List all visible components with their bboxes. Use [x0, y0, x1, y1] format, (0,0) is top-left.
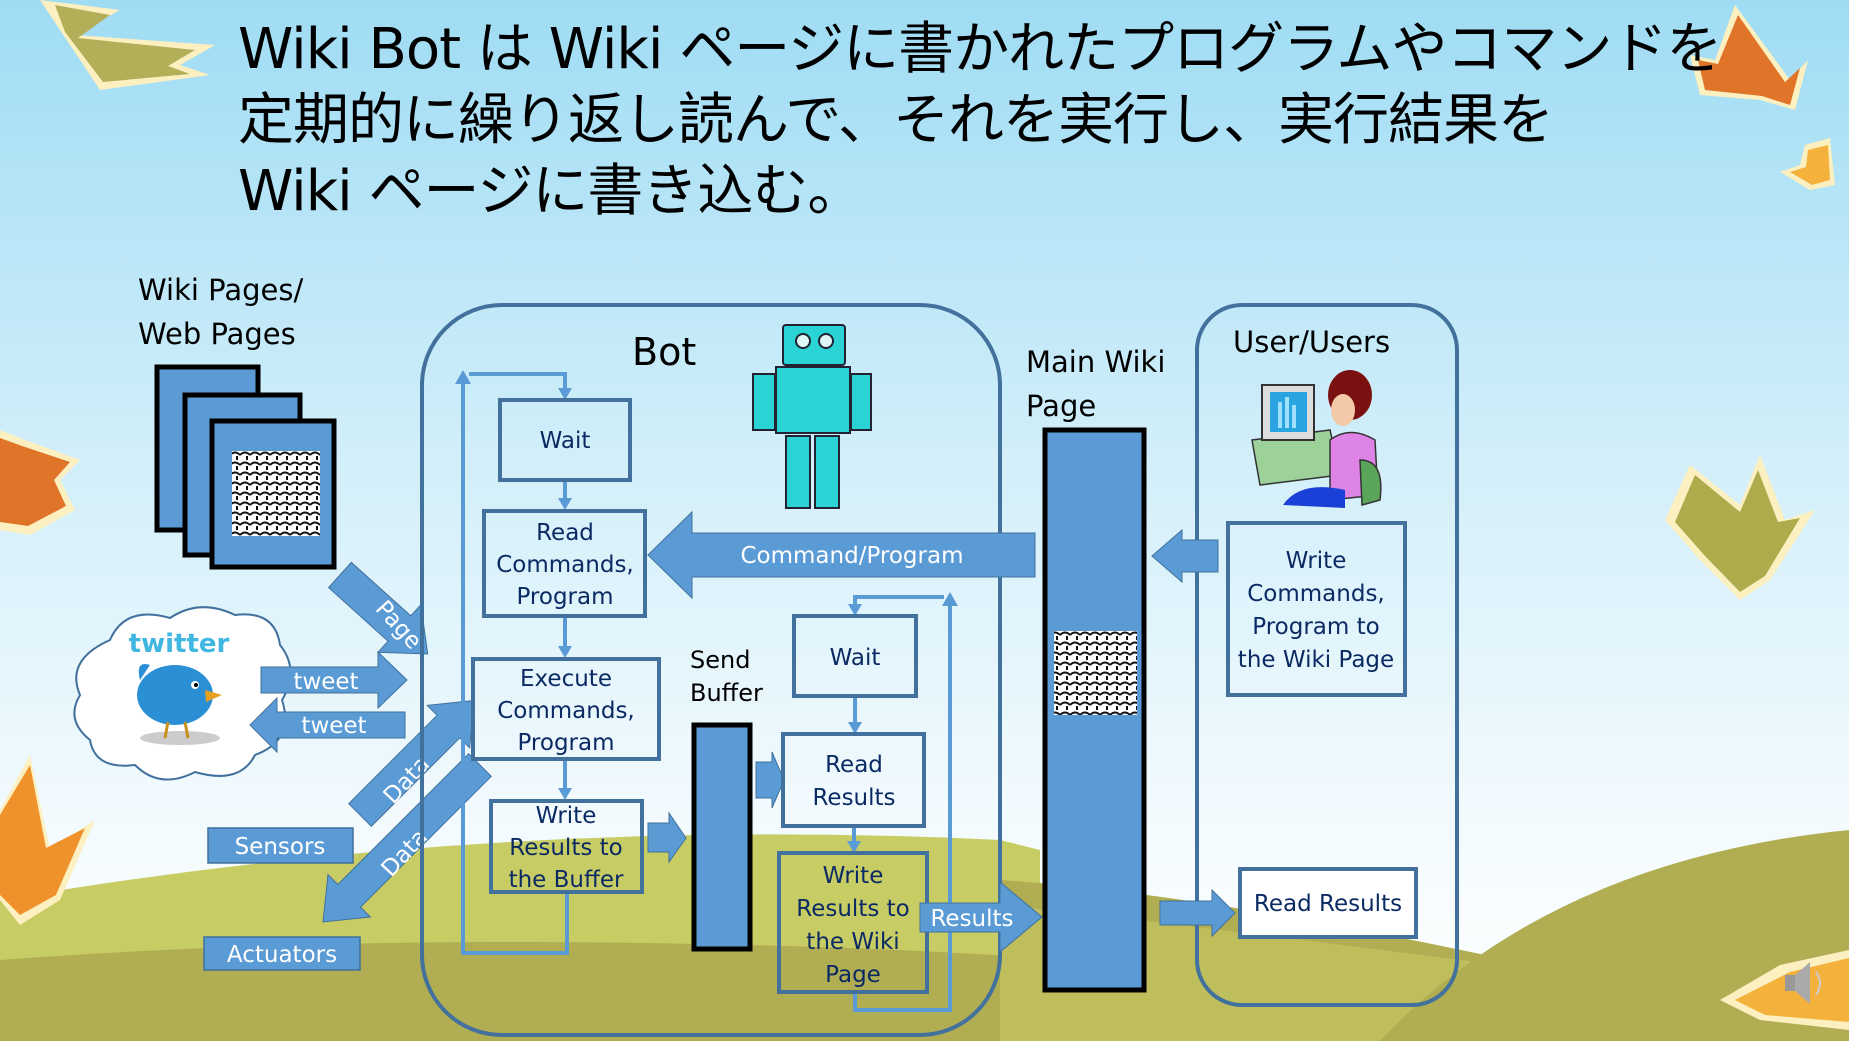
read-results-user-label: Read Results: [1254, 891, 1402, 917]
write-buffer-line1: Write: [536, 803, 597, 829]
write-commands-box: Write Commands, Program to the Wiki Page: [1226, 521, 1407, 697]
tweet-out-arrow: tweet: [249, 696, 406, 754]
send-buffer-label-line1: Send: [690, 646, 750, 674]
wait-label: Wait: [540, 428, 591, 454]
maple-leaf-icon: [1780, 138, 1835, 190]
write-commands-line4: the Wiki Page: [1238, 647, 1394, 673]
twitter-bird-icon: [137, 664, 222, 745]
write-buffer-line2: Results to: [509, 835, 622, 861]
actuators-box: Actuators: [203, 936, 361, 971]
maple-leaf-icon: [1665, 455, 1815, 600]
from-buffer-arrow: [755, 751, 785, 809]
tweet-out-label: tweet: [301, 713, 366, 739]
sensors-box: Sensors: [207, 827, 354, 864]
user-title: User/Users: [1233, 325, 1390, 359]
actuators-label: Actuators: [227, 942, 337, 968]
command-program-label: Command/Program: [740, 543, 963, 569]
title-line-1: Wiki Bot は Wiki ページに書かれたプログラムやコマンドを: [238, 17, 1722, 82]
write-commands-line1: Write: [1286, 548, 1347, 574]
maple-leaf-icon: [0, 755, 95, 925]
user-write-arrow: [1151, 528, 1219, 584]
loop2-connectors: [852, 595, 952, 1012]
write-buffer-line3: the Buffer: [509, 867, 624, 893]
qr-code-icon: [232, 451, 320, 536]
read-commands-line1: Read: [536, 520, 594, 546]
results-arrow-label: Results: [930, 906, 1013, 932]
pages-label-line2: Web Pages: [138, 317, 296, 351]
read-commands-box: Read Commands, Program: [482, 509, 647, 618]
read-results-line2: Results: [812, 785, 895, 811]
maple-leaf-icon: [40, 0, 215, 90]
send-buffer: [691, 722, 753, 952]
wiki-label-line1: Main Wiki: [1026, 345, 1165, 379]
read-results-user-box: Read Results: [1238, 867, 1418, 939]
loop2-arrowheads: [847, 592, 958, 853]
qr-code-icon: [1054, 631, 1137, 715]
tweet-in-label: tweet: [293, 669, 358, 695]
loop1-arrowheads: [455, 370, 572, 800]
wait2-box: Wait: [792, 614, 918, 698]
speaker-icon[interactable]: [1785, 962, 1821, 1004]
read-results-box: Read Results: [781, 732, 926, 828]
grass-hill-right: [1380, 830, 1849, 1041]
execute-line3: Program: [517, 730, 614, 756]
write-wiki-line4: Page: [825, 962, 881, 988]
bot-container: [420, 303, 1002, 1037]
twitter-logo-text: twitter: [129, 629, 230, 659]
user-at-computer-icon: [1251, 370, 1382, 508]
wiki-label-line2: Page: [1026, 389, 1096, 423]
wait-box: Wait: [498, 398, 632, 482]
loop1-connectors: [461, 372, 569, 955]
to-buffer-arrow: [647, 811, 687, 864]
write-wiki-line2: Results to: [796, 896, 909, 922]
execute-line1: Execute: [520, 666, 612, 692]
pages-label-line1: Wiki Pages/: [138, 273, 303, 307]
write-wiki-line1: Write: [823, 863, 884, 889]
write-commands-line2: Commands,: [1247, 581, 1385, 607]
results-arrow: Results: [919, 880, 1043, 954]
read-commands-line3: Program: [516, 584, 613, 610]
maple-leaf-icon: [1690, 5, 1808, 110]
write-commands-line3: Program to: [1252, 614, 1379, 640]
tweet-in-arrow: tweet: [260, 650, 408, 710]
write-buffer-box: Write Results to the Buffer: [489, 799, 644, 894]
wait2-label: Wait: [830, 645, 881, 671]
write-wiki-line3: the Wiki: [806, 929, 899, 955]
read-results-line1: Read: [825, 752, 883, 778]
send-buffer-label-line2: Buffer: [690, 679, 763, 707]
command-program-arrow: Command/Program: [647, 510, 1036, 600]
robot-icon: [752, 324, 872, 509]
sensors-label: Sensors: [235, 834, 326, 860]
execute-line2: Commands,: [497, 698, 635, 724]
web-pages-stack: [154, 364, 337, 570]
twitter-cloud: twitter: [73, 606, 292, 781]
maple-leaf-icon: [0, 430, 80, 535]
user-read-arrow: [1159, 888, 1236, 938]
user-container: [1195, 303, 1459, 1007]
slide-title: Wiki Bot は Wiki ページに書かれたプログラムやコマンドを 定期的に…: [238, 14, 1722, 227]
title-line-2: 定期的に繰り返し読んで、それを実行し、実行結果を: [238, 88, 1554, 153]
bot-title: Bot: [632, 330, 696, 374]
read-commands-line2: Commands,: [496, 552, 634, 578]
title-line-3: Wiki ページに書き込む。: [238, 159, 863, 224]
execute-commands-box: Execute Commands, Program: [471, 657, 661, 761]
